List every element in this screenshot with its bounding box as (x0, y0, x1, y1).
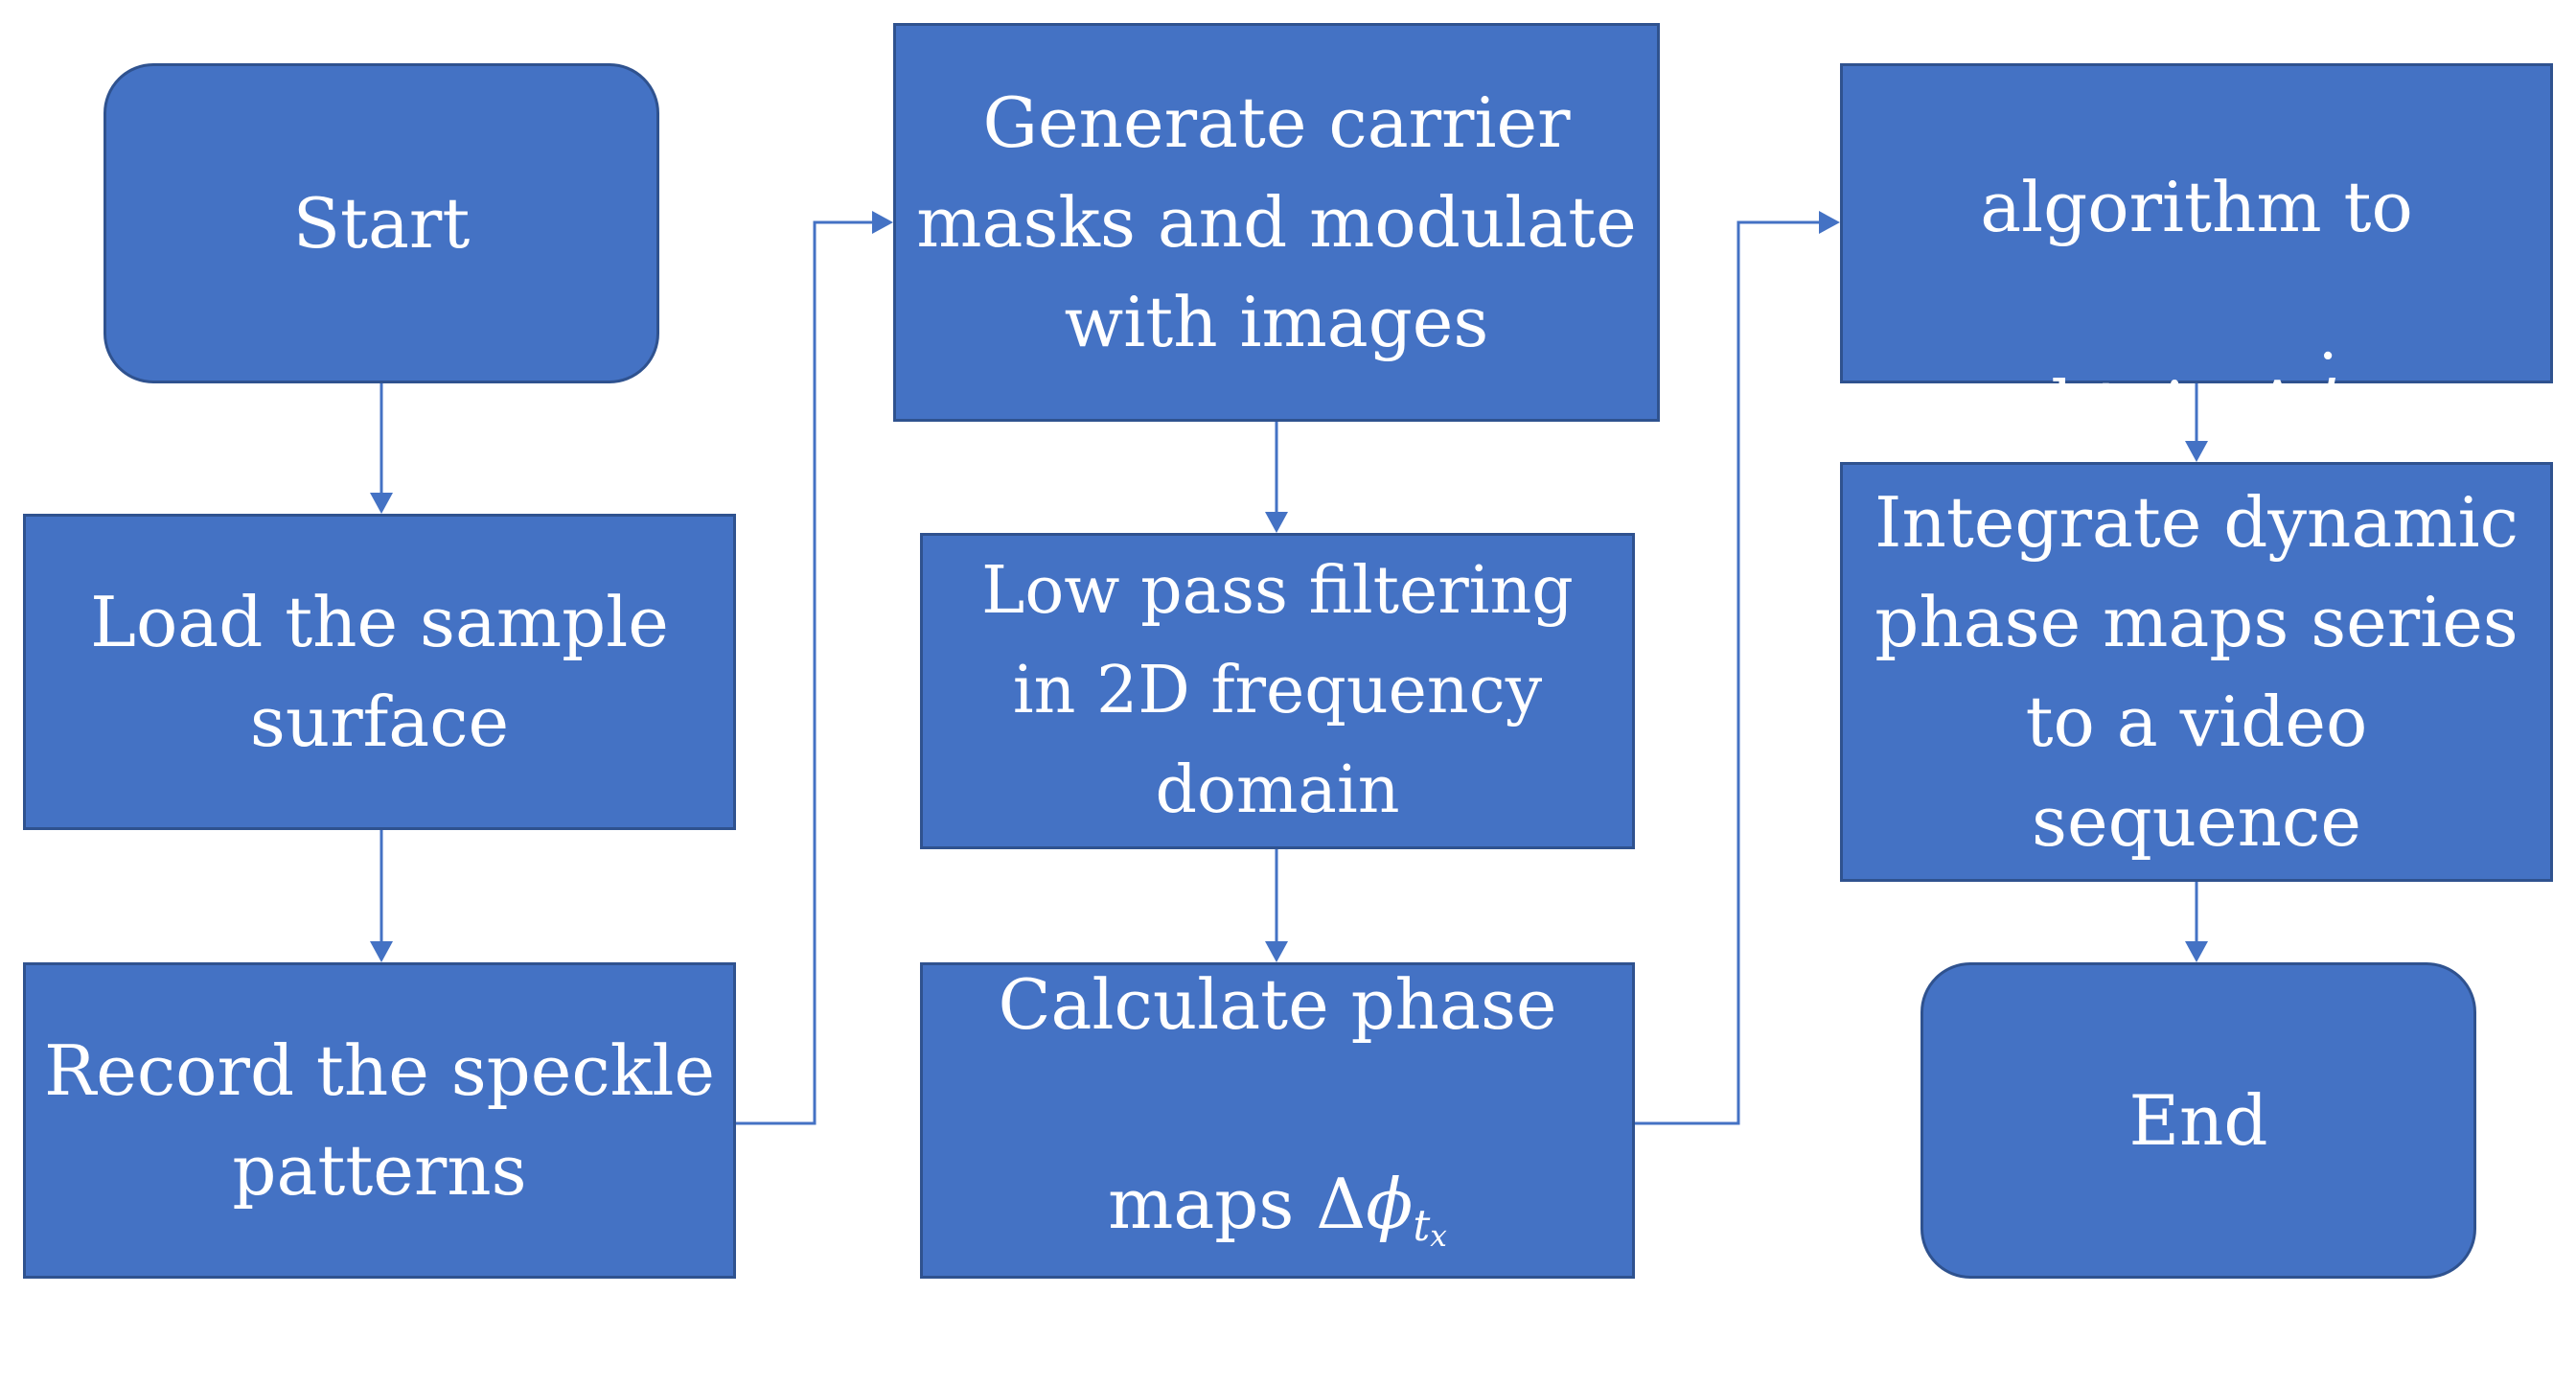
end-label: End (2128, 1080, 2268, 1161)
delta-symbol: Δ (2252, 366, 2303, 448)
load-sample-node: Load the sample surface (23, 514, 736, 830)
low-pass-filter-label: Low pass filtering in 2D frequency domai… (981, 553, 1574, 828)
arrow-record-to-generate (736, 211, 893, 1125)
start-node: Start (104, 63, 659, 383)
arrow-start-to-load (370, 383, 393, 514)
adopt-wff-prefix: obtain (2009, 366, 2253, 448)
calculate-phase-line2: maps Δϕtx (998, 1154, 1556, 1286)
flowchart: Start Load the sample surface Record the… (0, 0, 2576, 1305)
record-speckle-node: Record the speckle patterns (23, 962, 736, 1279)
load-sample-label: Load the sample surface (90, 582, 669, 762)
integrate-video-label: Integrate dynamic phase maps series to a… (1874, 482, 2518, 862)
low-pass-filter-node: Low pass filtering in 2D frequency domai… (920, 533, 1635, 849)
phi-subscript: tx (1413, 1200, 1447, 1254)
adopt-wff-label: Adopt WFF algorithm to obtain Δϕtx (1980, 0, 2413, 589)
arrow-load-to-record (370, 830, 393, 962)
adopt-wff-line1: Adopt WFF (1998, 0, 2395, 49)
arrow-calculate-to-adopt (1635, 211, 1840, 1125)
delta-phi-formula: Δϕtx (1316, 1164, 1447, 1254)
calculate-phase-node: Calculate phase maps Δϕtx (920, 962, 1635, 1279)
calculate-phase-prefix: maps (1108, 1164, 1317, 1245)
arrow-integrate-to-end (2185, 882, 2208, 962)
adopt-wff-node: Adopt WFF algorithm to obtain Δϕtx (1840, 0, 2553, 456)
arrow-generate-to-lowpass (1265, 422, 1288, 533)
integrate-video-node: Integrate dynamic phase maps series to a… (1840, 462, 2553, 882)
calculate-phase-line1: Calculate phase (998, 964, 1557, 1046)
generate-masks-node: Generate carrier masks and modulate with… (893, 23, 1660, 422)
adopt-wff-line3: obtain Δϕtx (1980, 331, 2413, 489)
generate-masks-label: Generate carrier masks and modulate with… (916, 82, 1637, 362)
delta-symbol: Δ (1316, 1164, 1367, 1245)
adopt-wff-line2: algorithm to (1980, 167, 2413, 248)
subscript-x: x (1430, 1218, 1447, 1254)
phi-symbol: ϕ (1366, 1164, 1414, 1245)
record-speckle-label: Record the speckle patterns (44, 1030, 715, 1211)
calculate-phase-label: Calculate phase maps Δϕtx (998, 855, 1556, 1386)
subscript-x: x (2366, 421, 2384, 456)
start-label: Start (292, 183, 471, 264)
phi-dot-subscript: tx (2349, 403, 2384, 456)
phi-dot-symbol: ϕ (2302, 331, 2349, 456)
delta-phi-dot-formula: Δϕtx (2252, 331, 2383, 456)
end-node: End (1920, 962, 2476, 1279)
